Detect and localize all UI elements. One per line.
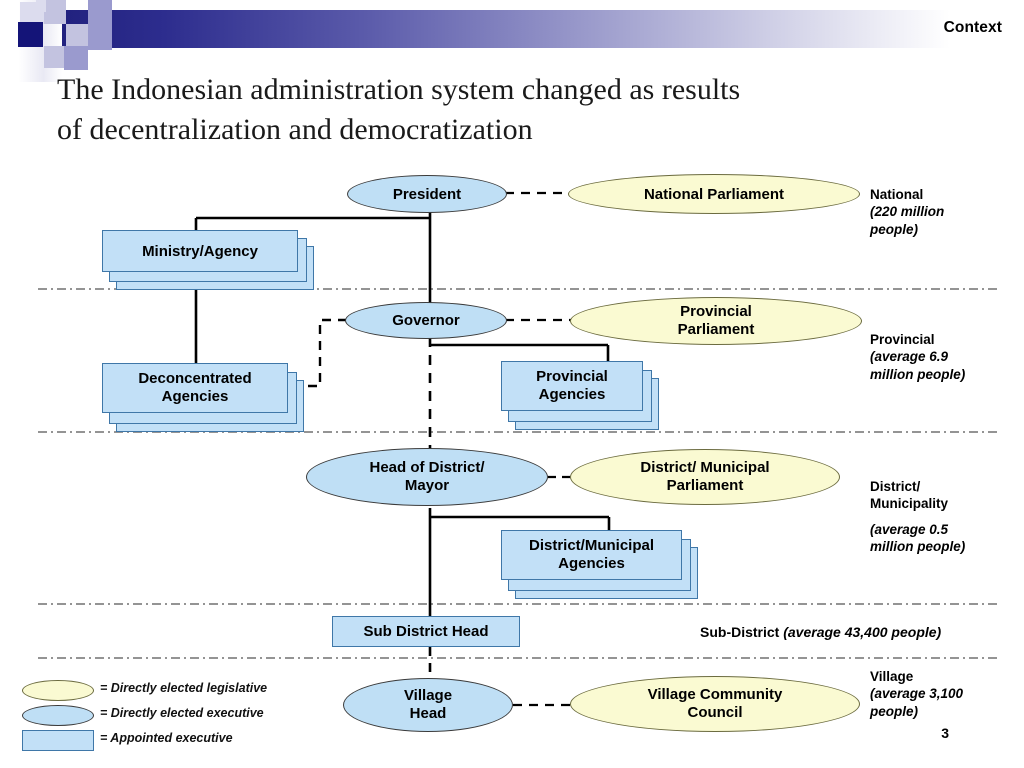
node-district-parliament-label1: District/ Municipal: [640, 459, 770, 476]
node-deconcentrated-agencies-stack[interactable]: Deconcentrated Agencies: [102, 363, 317, 432]
page-number: 3: [941, 725, 949, 741]
node-president[interactable]: President: [347, 175, 507, 213]
level-district-name1: District/: [870, 479, 921, 494]
node-provincial-agencies-label2: Agencies: [538, 386, 606, 403]
level-label-district: District/ Municipality (average 0.5 mill…: [870, 478, 965, 555]
node-head-of-district-label1: Head of District/: [369, 459, 485, 476]
legend-swatch-appointed-icon: [22, 730, 94, 751]
level-provincial-name: Provincial: [870, 332, 935, 347]
level-district-detail2: million people): [870, 538, 966, 554]
level-label-national: National (220 million people): [870, 186, 944, 238]
legend-row-legislative: = Directly elected legislative: [22, 678, 312, 703]
header-square-pale-2: [36, 0, 46, 12]
page-title: The Indonesian administration system cha…: [57, 70, 957, 149]
node-deconcentrated-agencies[interactable]: Deconcentrated Agencies: [102, 363, 288, 413]
legend-swatch-executive-icon: [22, 705, 94, 726]
level-provincial-detail1: (average 6.9: [870, 349, 949, 365]
node-village-head[interactable]: Village Head: [343, 678, 513, 732]
header-square-mid-1: [88, 0, 112, 26]
node-head-of-district[interactable]: Head of District/ Mayor: [306, 448, 548, 506]
level-provincial-detail2: million people): [870, 366, 966, 382]
level-village-detail1: (average 3,100: [870, 686, 964, 702]
header-square-dark: [18, 22, 43, 47]
node-provincial-parliament-label1: Provincial: [680, 303, 752, 320]
legend-label-appointed: = Appointed executive: [100, 731, 233, 745]
node-provincial-agencies-label1: Provincial: [536, 368, 608, 385]
level-label-subdistrict: Sub-District (average 43,400 people): [700, 624, 941, 640]
level-subdistrict-detail: (average 43,400 people): [783, 624, 942, 640]
node-governor[interactable]: Governor: [345, 302, 507, 339]
node-village-community-council[interactable]: Village Community Council: [570, 676, 860, 732]
node-provincial-agencies[interactable]: Provincial Agencies: [501, 361, 643, 411]
node-head-of-district-label2: Mayor: [404, 477, 450, 494]
node-village-council-label1: Village Community: [647, 686, 783, 703]
level-district-name2: Municipality: [870, 496, 949, 512]
node-district-agencies-stack[interactable]: District/Municipal Agencies: [501, 530, 721, 599]
header-context-label: Context: [943, 19, 1002, 36]
level-label-provincial: Provincial (average 6.9 million people): [870, 331, 965, 383]
legend: = Directly elected legislative = Directl…: [22, 678, 312, 753]
node-district-parliament-label2: Parliament: [666, 477, 744, 494]
level-subdistrict-name: Sub-District: [700, 624, 780, 640]
node-district-agencies[interactable]: District/Municipal Agencies: [501, 530, 682, 580]
header-square-light-2: [66, 24, 88, 46]
level-national-detail1: (220 million: [870, 204, 945, 220]
legend-row-appointed: = Appointed executive: [22, 728, 312, 753]
node-district-agencies-label1: District/Municipal: [528, 537, 655, 554]
level-label-village: Village (average 3,100 people): [870, 668, 963, 720]
node-district-agencies-label2: Agencies: [558, 555, 625, 572]
node-governor-label: Governor: [392, 312, 460, 329]
header-square-light-1: [44, 0, 66, 24]
legend-label-legislative: = Directly elected legislative: [100, 681, 268, 695]
legend-row-executive: = Directly elected executive: [22, 703, 312, 728]
legend-label-executive: = Directly elected executive: [100, 706, 264, 720]
node-deconcentrated-label2: Agencies: [161, 388, 229, 405]
node-village-head-label2: Head: [409, 705, 447, 722]
page-title-line1: The Indonesian administration system cha…: [57, 73, 741, 106]
node-national-parliament-label: National Parliament: [643, 185, 785, 203]
node-ministry-agency-stack[interactable]: Ministry/Agency: [102, 230, 317, 290]
level-national-detail2: people): [870, 221, 919, 237]
node-ministry-agency[interactable]: Ministry/Agency: [102, 230, 298, 272]
node-sub-district-head[interactable]: Sub District Head: [332, 616, 520, 647]
node-village-council-label2: Council: [687, 704, 743, 721]
level-national-name: National: [870, 187, 924, 202]
page-title-line2: of decentralization and democratization: [57, 112, 533, 146]
level-village-name: Village: [870, 669, 914, 684]
node-provincial-parliament-label2: Parliament: [677, 321, 755, 338]
header-gradient-band: [58, 10, 950, 48]
level-village-detail2: people): [870, 703, 919, 719]
node-village-head-label1: Village: [403, 687, 453, 704]
node-president-label: President: [392, 185, 462, 203]
node-provincial-parliament[interactable]: Provincial Parliament: [570, 297, 862, 345]
link-governor-deconcentrated: [300, 318, 347, 388]
header-square-light-3: [44, 46, 66, 68]
header-square-mid-3: [64, 46, 88, 70]
level-district-detail1: (average 0.5: [870, 521, 949, 537]
node-ministry-agency-label: Ministry/Agency: [142, 242, 258, 260]
node-national-parliament[interactable]: National Parliament: [568, 174, 860, 214]
node-sub-district-head-label: Sub District Head: [363, 623, 489, 640]
node-provincial-agencies-stack[interactable]: Provincial Agencies: [501, 361, 681, 430]
node-district-parliament[interactable]: District/ Municipal Parliament: [570, 449, 840, 505]
header-square-mid-2: [88, 26, 112, 50]
node-deconcentrated-label1: Deconcentrated: [138, 370, 252, 387]
legend-swatch-legislative-icon: [22, 680, 94, 701]
